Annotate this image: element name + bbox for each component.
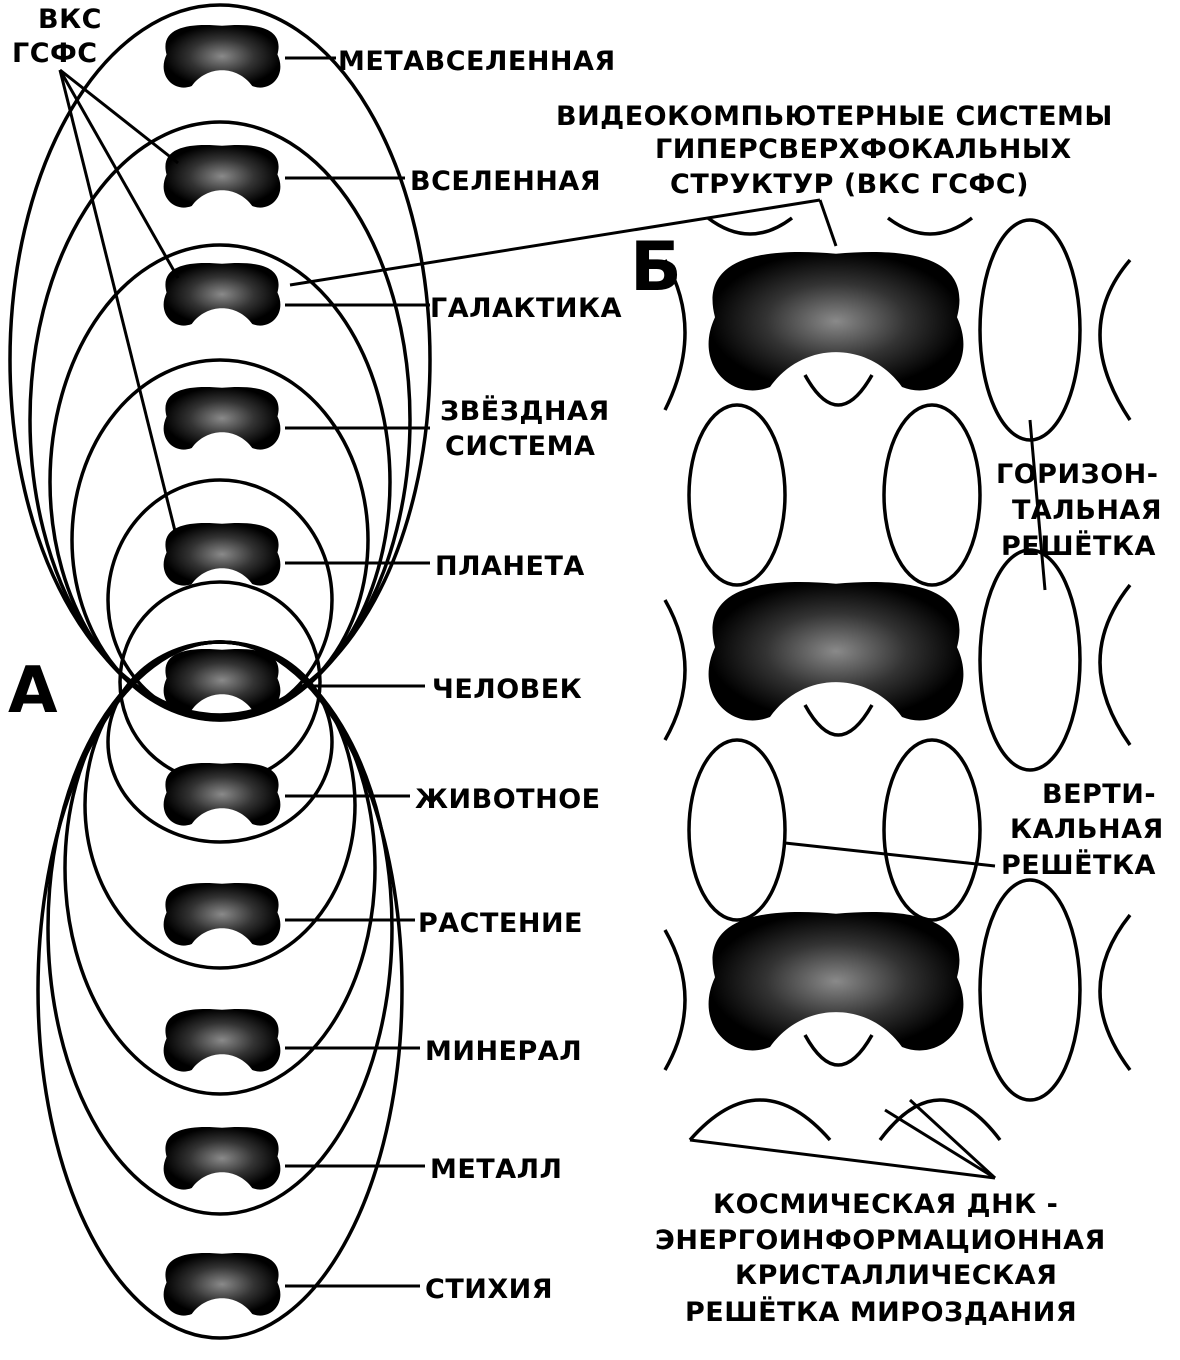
vertical-lens-row2-right bbox=[884, 405, 980, 585]
label-human: ЧЕЛОВЕК bbox=[432, 674, 582, 705]
vertical-lattice-pointer bbox=[785, 843, 995, 866]
label-metauniverse: МЕТАВСЕЛЕННАЯ bbox=[338, 46, 616, 77]
title-line3: СТРУКТУР (ВКС ГСФС) bbox=[670, 169, 1029, 200]
label-planet: ПЛАНЕТА bbox=[435, 551, 585, 582]
label-universe: ВСЕЛЕННАЯ bbox=[410, 166, 601, 197]
lattice-arc-row3-left bbox=[665, 600, 685, 740]
structure-animal bbox=[164, 763, 281, 826]
structure-plant bbox=[164, 883, 281, 946]
structure-planet bbox=[164, 523, 281, 586]
structure-metauniverse bbox=[164, 25, 281, 88]
vertical-lens-row4-left bbox=[689, 740, 785, 920]
structure-metal bbox=[164, 1127, 281, 1190]
vertical-lens-row2-left bbox=[689, 405, 785, 585]
horizontal-line3: РЕШЁТКА bbox=[1001, 530, 1156, 562]
panel-a-structures bbox=[164, 25, 281, 1316]
lattice-arc-row3-right2 bbox=[1100, 585, 1130, 745]
label-star-system-line2: СИСТЕМА bbox=[445, 431, 595, 462]
top-arcs-left bbox=[708, 218, 792, 234]
structure-universe bbox=[164, 145, 281, 208]
structure-galaxy bbox=[164, 263, 281, 326]
vks-pointer-1 bbox=[60, 70, 178, 163]
horizontal-line1: ГОРИЗОН- bbox=[996, 459, 1158, 490]
panel-a-letter: А bbox=[8, 654, 58, 728]
label-animal: ЖИВОТНОЕ bbox=[415, 784, 601, 815]
bottom-arcs bbox=[690, 1100, 1000, 1140]
under-arc-row1 bbox=[805, 375, 872, 405]
lattice-structure-2 bbox=[709, 582, 964, 721]
label-mineral: МИНЕРАЛ bbox=[425, 1036, 582, 1067]
under-arc-row3 bbox=[805, 705, 872, 735]
structure-human bbox=[164, 649, 281, 712]
label-metal: МЕТАЛЛ bbox=[430, 1154, 562, 1185]
lattice-arc-row5-right2 bbox=[1100, 915, 1130, 1070]
label-galaxy: ГАЛАКТИКА bbox=[430, 293, 622, 324]
dna-pointer-1 bbox=[690, 1140, 995, 1178]
title-line2: ГИПЕРСВЕРХФОКАЛЬНЫХ bbox=[655, 134, 1072, 165]
label-star-system-line1: ЗВЁЗДНАЯ bbox=[440, 395, 610, 427]
dna-pointer-3 bbox=[910, 1100, 995, 1178]
vertical-line3: РЕШЁТКА bbox=[1001, 849, 1156, 881]
lattice-lens-row3-right1 bbox=[980, 550, 1080, 770]
vks-label-line2: ГСФС bbox=[12, 38, 98, 69]
dna-line1: КОСМИЧЕСКАЯ ДНК - bbox=[713, 1189, 1058, 1220]
vertical-line2: КАЛЬНАЯ bbox=[1010, 814, 1164, 845]
lattice-arc-row5-left bbox=[665, 930, 685, 1070]
label-element: СТИХИЯ bbox=[425, 1274, 553, 1305]
lattice-lens-row1-right1 bbox=[980, 220, 1080, 440]
dna-line4: РЕШЁТКА МИРОЗДАНИЯ bbox=[685, 1296, 1077, 1328]
vertical-lens-row4-right bbox=[884, 740, 980, 920]
dna-line3: КРИСТАЛЛИЧЕСКАЯ bbox=[735, 1260, 1057, 1291]
vks-pointer-2 bbox=[60, 70, 178, 278]
lower-nested-ellipses bbox=[38, 642, 402, 1338]
dna-line2: ЭНЕРГОИНФОРМАЦИОННАЯ bbox=[655, 1225, 1106, 1256]
upper-nested-ellipses bbox=[10, 5, 430, 720]
lattice-structure-1 bbox=[709, 252, 964, 391]
title-pointer-b bbox=[820, 200, 836, 246]
structure-star-system bbox=[164, 387, 281, 450]
title-line1: ВИДЕОКОМПЬЮТЕРНЫЕ СИСТЕМЫ bbox=[556, 101, 1113, 132]
vks-label-line1: ВКС bbox=[38, 4, 102, 35]
under-arc-row5 bbox=[805, 1035, 872, 1065]
panel-b-structures bbox=[709, 252, 964, 1051]
lattice-lens-row5-right1 bbox=[980, 880, 1080, 1100]
label-plant: РАСТЕНИЕ bbox=[418, 908, 583, 939]
horizontal-line2: ТАЛЬНАЯ bbox=[1012, 495, 1162, 526]
lattice-arc-row1-right2 bbox=[1100, 260, 1130, 420]
top-arcs-right bbox=[888, 218, 972, 234]
panel-b-letter: Б bbox=[630, 228, 682, 307]
lattice-structure-3 bbox=[709, 912, 964, 1051]
structure-element bbox=[164, 1253, 281, 1316]
structure-mineral bbox=[164, 1009, 281, 1072]
vertical-line1: ВЕРТИ- bbox=[1042, 779, 1156, 810]
